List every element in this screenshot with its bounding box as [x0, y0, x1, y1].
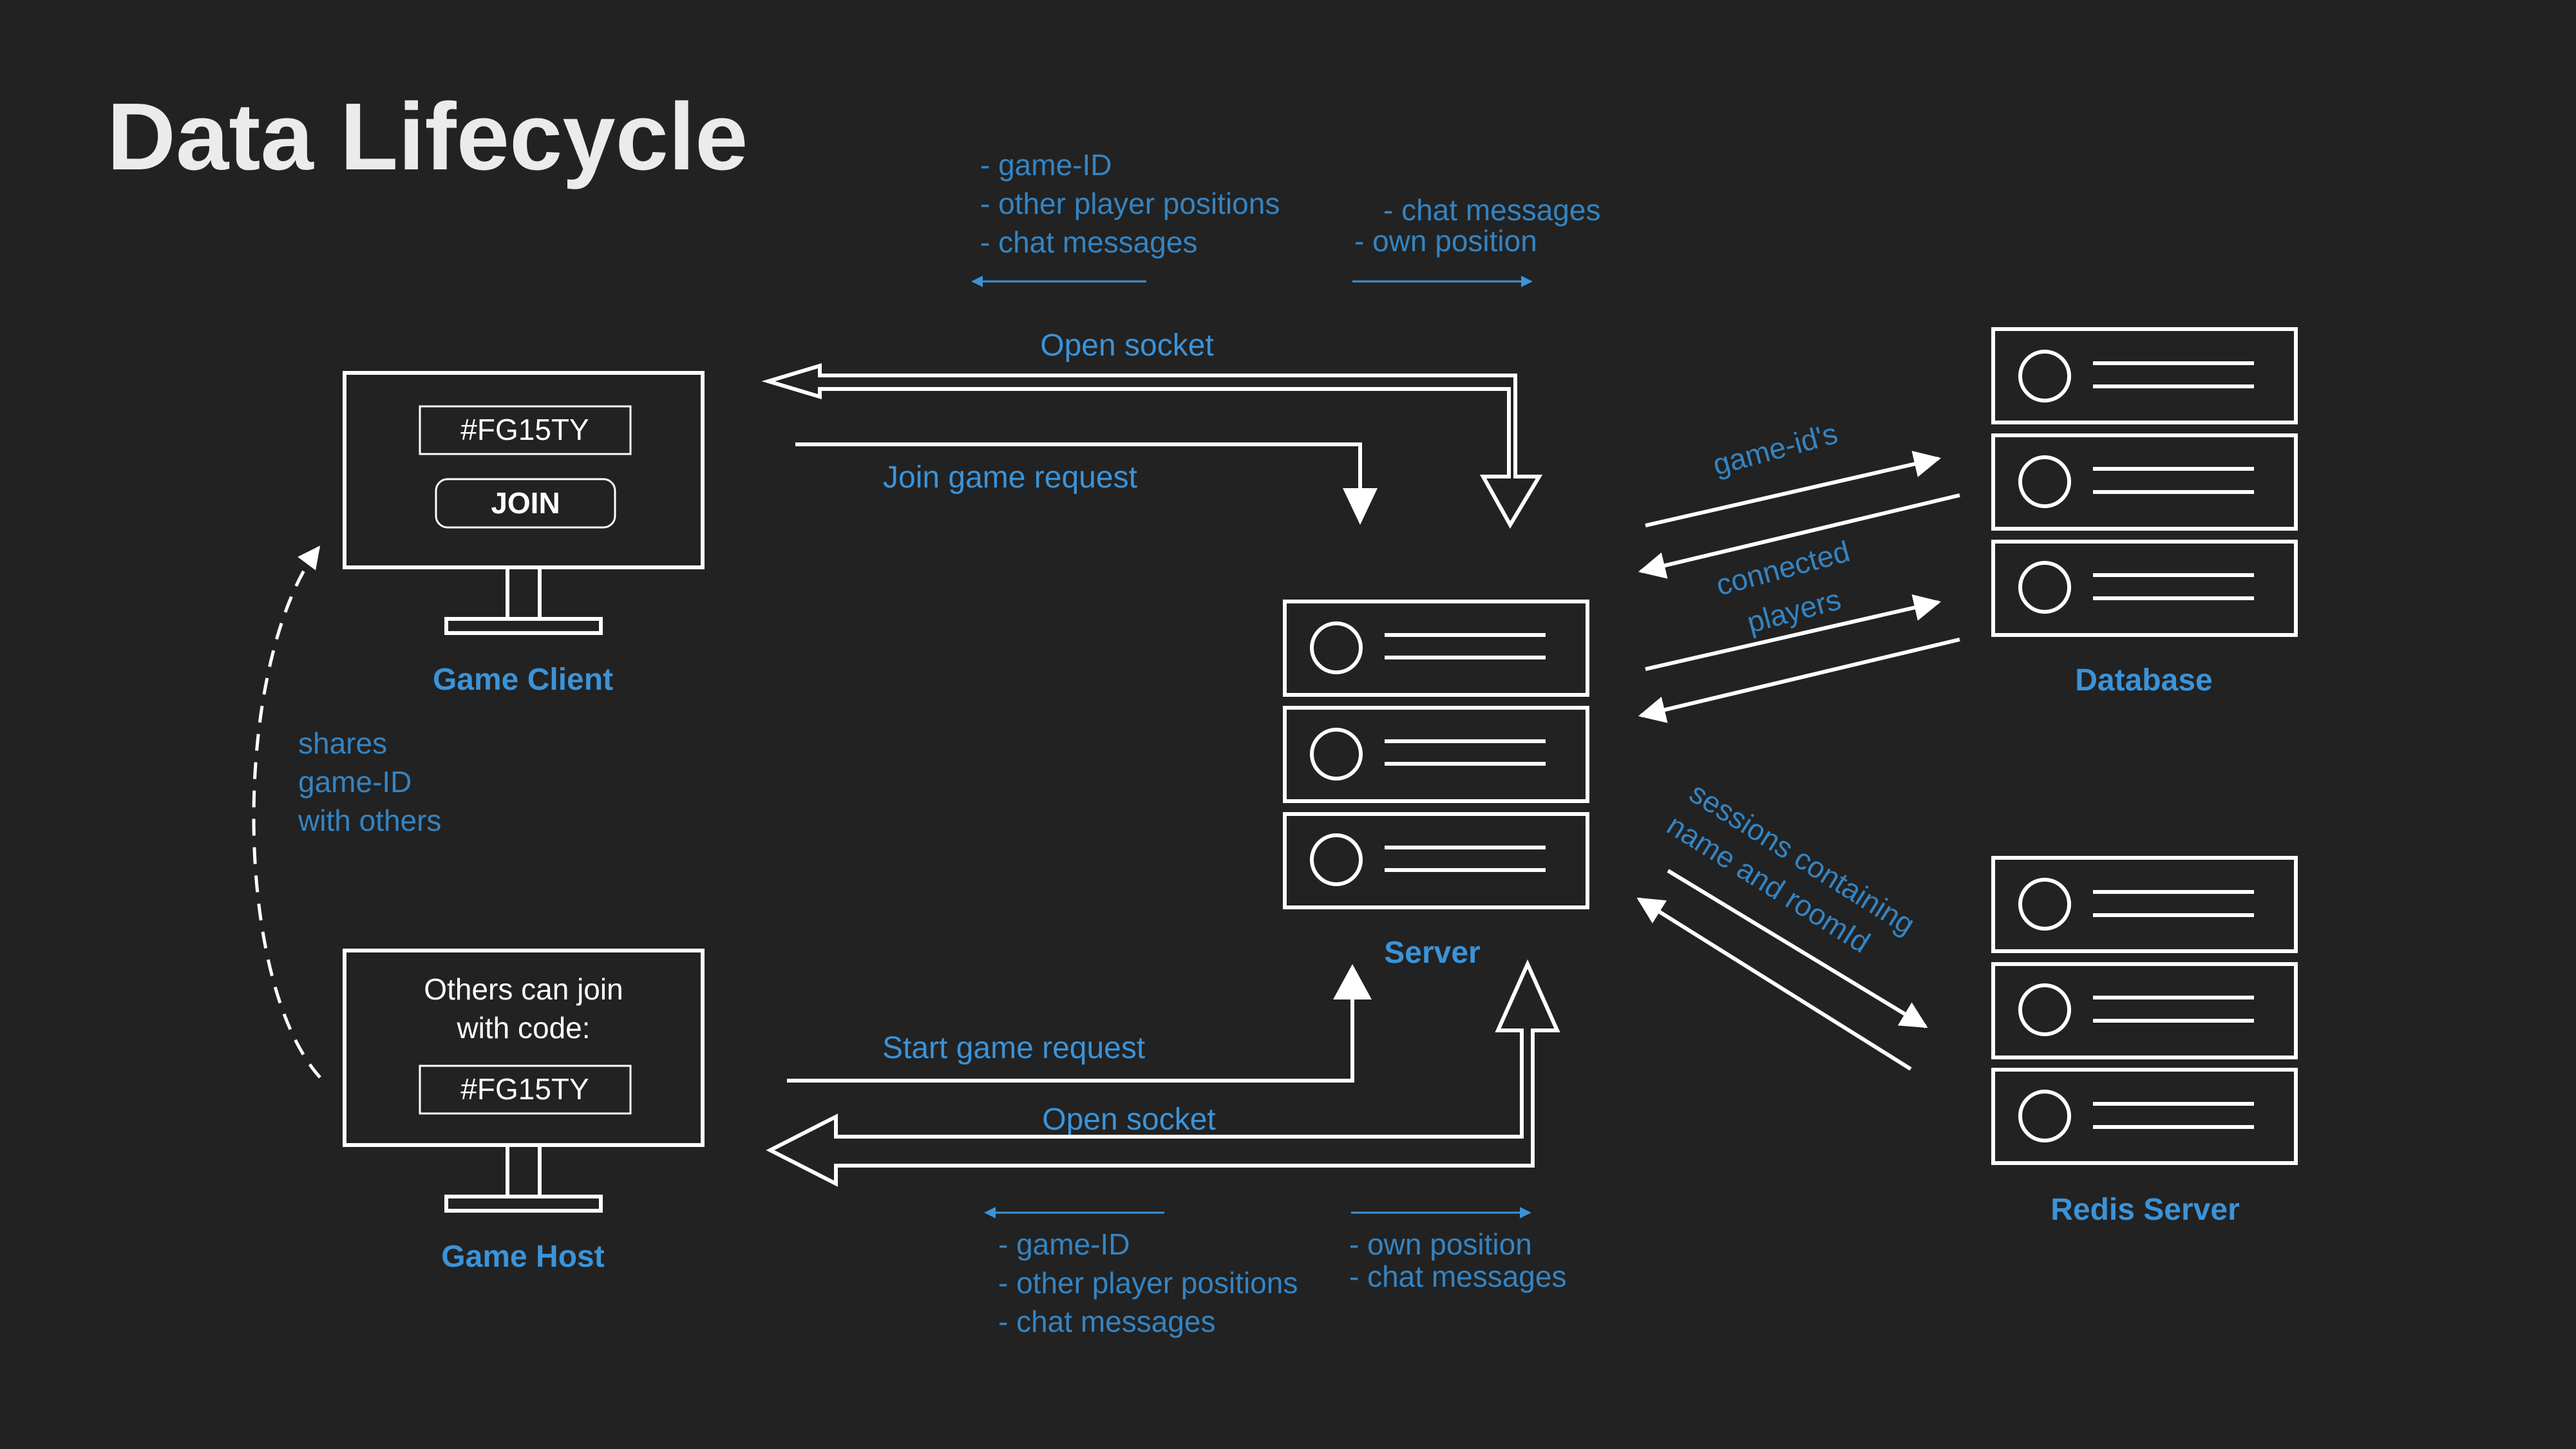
game-client: #FG15TY JOIN Game Client	[343, 371, 705, 697]
db-players-out-arrow	[1645, 594, 1942, 671]
bottom-outgoing-line2: - chat messages	[1349, 1260, 1566, 1293]
top-open-socket-arrow	[761, 363, 1543, 529]
join-request-arrow	[795, 442, 1362, 489]
server-label: Server	[1384, 936, 1480, 970]
db-players-in-arrow	[1638, 638, 1960, 723]
join-button[interactable]	[435, 478, 616, 529]
top-outgoing-line2: - own position	[1354, 224, 1537, 258]
host-code: #FG15TY	[460, 1072, 589, 1106]
monitor-icon	[343, 371, 705, 635]
join-request-label: Join game request	[883, 460, 1137, 495]
client-code: #FG15TY	[460, 413, 589, 446]
redis-out-arrow	[1667, 869, 1928, 1028]
database-label: Database	[2075, 663, 2212, 697]
join-button-label: JOIN	[491, 486, 560, 520]
bottom-outgoing-line1: - own position	[1349, 1227, 1532, 1261]
bottom-open-socket-label: Open socket	[1042, 1103, 1215, 1137]
top-open-socket-label: Open socket	[1040, 328, 1213, 363]
bottom-incoming-line2: - other player positions	[998, 1266, 1298, 1300]
bottom-open-socket-arrow	[766, 959, 1560, 1187]
start-request-label: Start game request	[882, 1031, 1145, 1065]
bottom-incoming-line1: - game-ID	[998, 1227, 1130, 1261]
redis-rack-icon	[1991, 856, 2298, 1165]
start-request-arrowhead	[1333, 964, 1372, 999]
game-host-label: Game Host	[441, 1240, 604, 1274]
db-gameid-label: game-id's	[1709, 416, 1841, 481]
host-code-field	[419, 1065, 632, 1115]
redis-in-arrow	[1636, 897, 1912, 1071]
db-gameid-in-arrow	[1638, 493, 1960, 579]
redis-label: Redis Server	[2050, 1193, 2240, 1227]
client-code-field[interactable]	[419, 405, 632, 455]
join-request-arrowhead	[1343, 488, 1378, 525]
db-gameid-out-arrow	[1645, 450, 1942, 527]
database-rack-icon	[1991, 327, 2298, 637]
game-host: Others can join with code: #FG15TY Game …	[343, 949, 705, 1274]
top-incoming-line2: - other player positions	[980, 187, 1280, 220]
share-note-line1: shares	[298, 726, 387, 760]
host-message-line1: Others can join	[424, 972, 623, 1006]
page-title: Data Lifecycle	[107, 84, 748, 190]
share-dashed-arrow	[252, 545, 321, 1079]
share-note-line2: game-ID	[298, 765, 412, 799]
share-note-line3: with others	[298, 804, 441, 837]
top-incoming-line3: - chat messages	[980, 225, 1197, 259]
game-client-label: Game Client	[433, 663, 613, 697]
start-request-arrow	[787, 998, 1354, 1083]
top-incoming-line1: - game-ID	[980, 148, 1112, 182]
top-outgoing-line1: - chat messages	[1383, 193, 1600, 227]
host-message-line2: with code:	[456, 1011, 590, 1045]
bottom-incoming-line3: - chat messages	[998, 1305, 1215, 1338]
monitor-icon	[343, 949, 705, 1213]
server-rack-icon	[1283, 600, 1589, 909]
